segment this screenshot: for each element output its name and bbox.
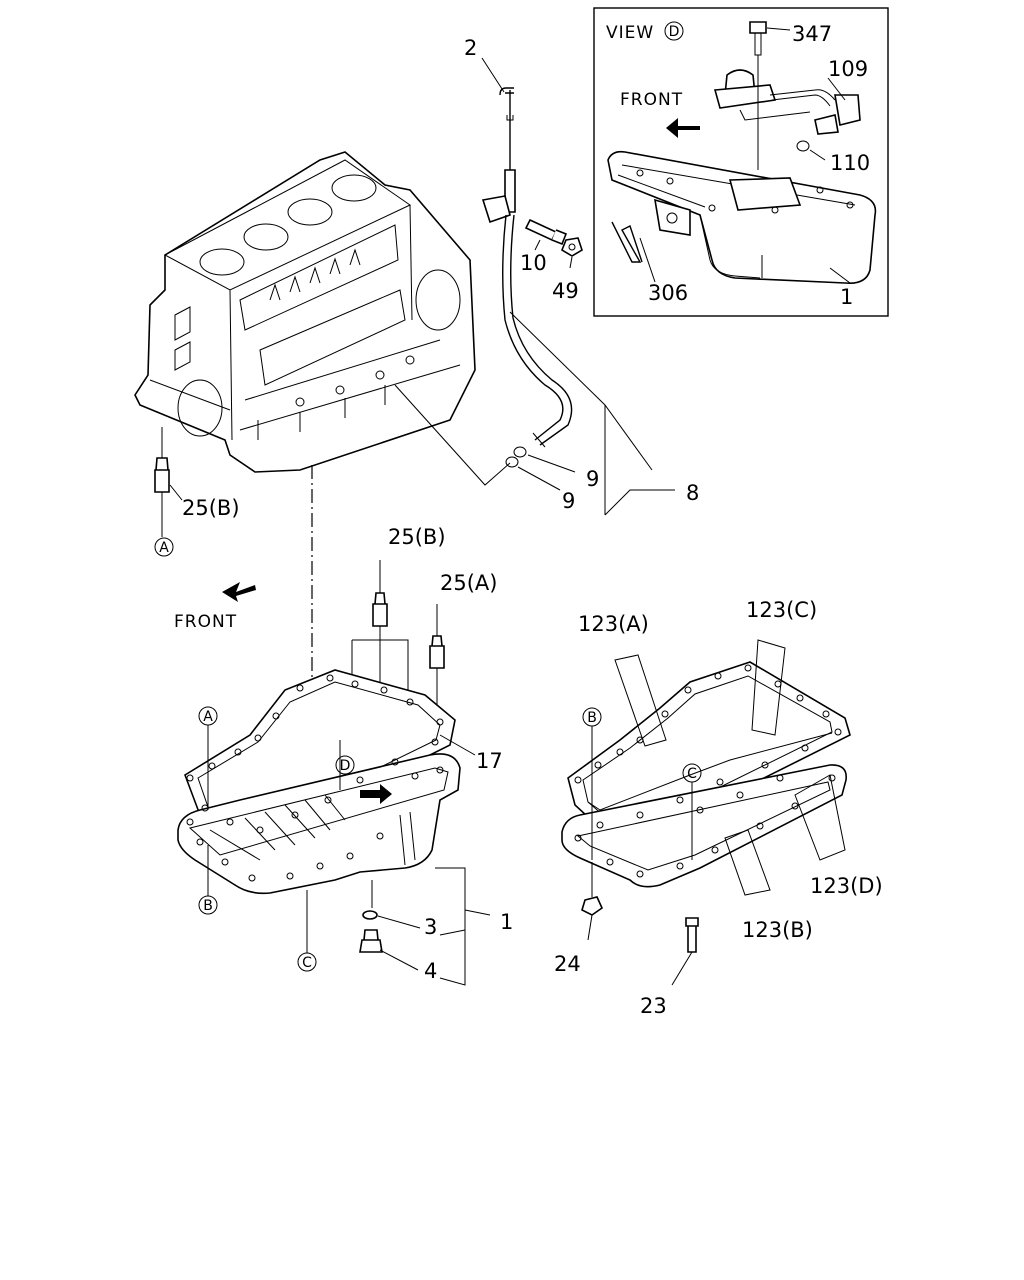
washer-3 [362, 910, 378, 920]
view-d-inset: VIEW D FRONT [593, 7, 889, 317]
ref-c-pan: C [302, 955, 312, 971]
stud-25a-pan [429, 635, 445, 669]
sensor-connector [834, 94, 861, 126]
view-d-arrow [360, 784, 392, 804]
view-ref-circle [664, 21, 684, 41]
label-110: 110 [830, 151, 870, 175]
cylinder-bore-2 [243, 223, 289, 251]
label-306: 306 [648, 281, 688, 305]
label-123a: 123(A) [578, 612, 649, 636]
stud-25b-pan [372, 592, 388, 627]
sensor-wire [769, 89, 836, 107]
inset-front-label: FRONT [620, 90, 683, 110]
cylinder-bore-1 [199, 248, 245, 276]
label-23: 23 [640, 994, 667, 1018]
view-title: VIEW [606, 23, 654, 43]
drain-plug-4 [359, 929, 383, 953]
bolt-10 [524, 218, 558, 242]
label-9-upper: 9 [586, 467, 599, 491]
cylinder-block [134, 151, 476, 473]
label-25a-pan: 25(A) [440, 571, 497, 595]
label-25b-pan: 25(B) [388, 525, 446, 549]
inset-front-arrow [666, 118, 700, 138]
gasket-holes [574, 664, 842, 878]
label-1-inset: 1 [840, 285, 853, 309]
rear-bore [415, 269, 461, 331]
label-17: 17 [476, 749, 503, 773]
front-indicator-left: FRONT [174, 582, 256, 632]
label-123c: 123(C) [746, 598, 817, 622]
stud-25b-block: A 25(B) [154, 427, 240, 557]
label-109: 109 [828, 57, 868, 81]
oil-pan-left: D A B C 25(B) 25(A) 17 3 1 4 [177, 525, 513, 986]
o-ring-9b [505, 456, 519, 468]
crank-bore [177, 379, 223, 437]
label-10: 10 [520, 251, 547, 275]
nut-24 [581, 896, 604, 916]
label-1-pan: 1 [500, 910, 513, 934]
inset-frame [593, 7, 889, 317]
cylinder-bore-3 [287, 198, 333, 226]
cylinder-bore-4 [331, 174, 377, 202]
inset-flange-holes [636, 169, 854, 214]
guide-tube [502, 214, 573, 446]
ref-b-pan: B [203, 898, 213, 914]
label-8: 8 [686, 481, 699, 505]
label-25b-block: 25(B) [182, 496, 240, 520]
guide-bracket [481, 195, 511, 224]
label-9-lower: 9 [562, 489, 575, 513]
nut-49 [561, 237, 583, 257]
o-ring-9a [513, 446, 527, 458]
o-ring-110 [796, 140, 810, 152]
front-label-left: FRONT [174, 612, 237, 632]
inset-clip [611, 221, 643, 263]
ref-a-block: A [159, 540, 169, 556]
label-123b: 123(B) [742, 918, 813, 942]
oil-pan-body [177, 753, 461, 895]
bolt-347 [749, 21, 767, 34]
label-49: 49 [552, 279, 579, 303]
label-3: 3 [424, 915, 437, 939]
label-347: 347 [792, 22, 832, 46]
gasket-set-right: B C 123(A) 123(C) 123(D) 123(B) 24 23 [554, 598, 883, 1018]
inset-sensor-bracket [728, 177, 802, 211]
ref-a-pan: A [203, 709, 213, 725]
label-123d: 123(D) [810, 874, 883, 898]
label-2: 2 [464, 36, 477, 60]
bolt-23 [685, 917, 699, 953]
dipstick-handle [499, 87, 514, 175]
gasket-lower [561, 764, 847, 888]
label-24: 24 [554, 952, 581, 976]
dipstick-assembly: 2 10 49 9 9 8 [394, 36, 699, 516]
pan-bolt-holes [186, 674, 444, 882]
view-ref: D [669, 24, 680, 40]
label-4: 4 [424, 959, 437, 983]
ref-b-gasket: B [587, 710, 597, 726]
ref-c-gasket: C [687, 766, 697, 782]
front-arrow-left [222, 582, 256, 602]
ref-d-pan: D [340, 758, 351, 774]
